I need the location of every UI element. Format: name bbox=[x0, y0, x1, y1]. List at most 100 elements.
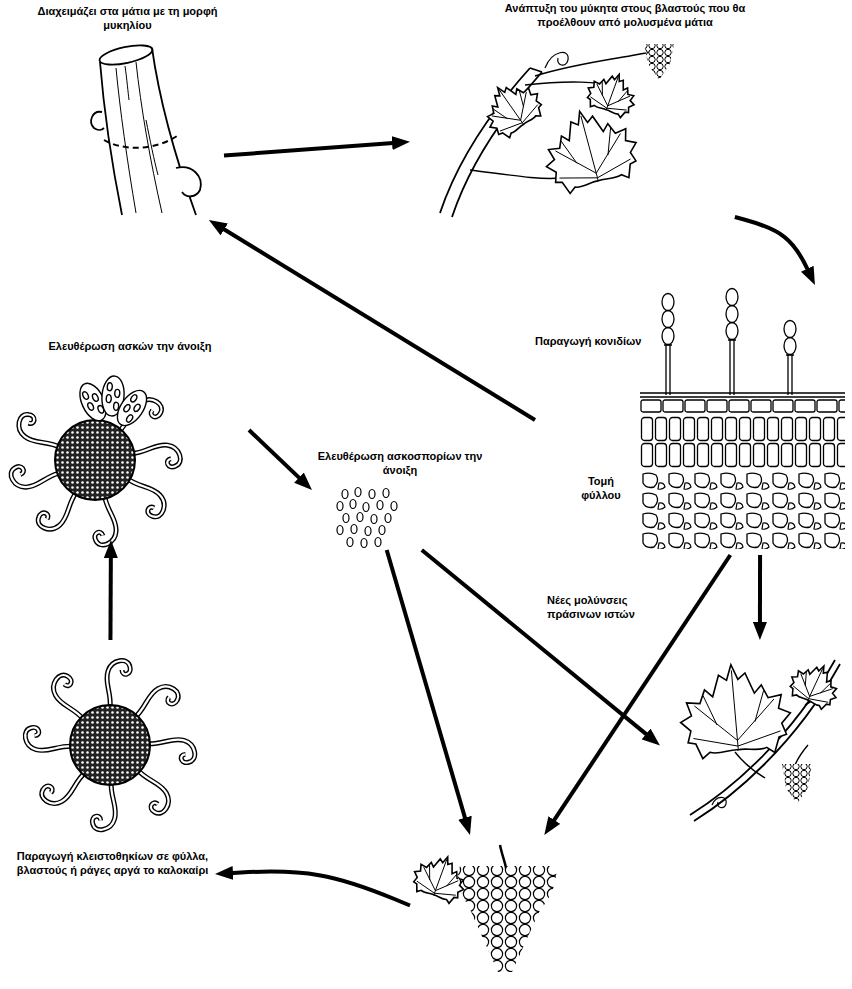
stage-label: Παραγωγή κλειστοθηκίων σε φύλλα, βλαστού… bbox=[15, 850, 210, 878]
conidium bbox=[662, 328, 674, 345]
appendage bbox=[91, 781, 116, 830]
conidiophore-stalk bbox=[664, 345, 672, 395]
fruiting-body bbox=[55, 420, 135, 500]
ascospore bbox=[361, 539, 367, 548]
overwintering-stage: Διαχειμάζει στα μάτια με τη μορφή μυκηλί… bbox=[35, 5, 224, 220]
ascospore bbox=[343, 514, 349, 523]
cycle-arrow bbox=[387, 550, 468, 825]
ascospore-cloud bbox=[337, 488, 397, 548]
opened-cleistothecium bbox=[9, 375, 182, 547]
ascospore bbox=[357, 513, 363, 522]
ascospore bbox=[351, 525, 357, 534]
ascospore bbox=[337, 502, 343, 511]
cycle-arrow bbox=[224, 142, 400, 155]
conidiophore-stalk bbox=[786, 355, 794, 395]
leaf-section bbox=[640, 289, 845, 550]
conidiophore bbox=[662, 294, 674, 396]
ascospore bbox=[347, 538, 353, 547]
ascus bbox=[112, 385, 153, 430]
cycle-arrow bbox=[758, 555, 762, 630]
appendage bbox=[25, 726, 74, 751]
hypha bbox=[640, 393, 845, 397]
grape-cluster bbox=[408, 845, 556, 972]
ascospore bbox=[114, 389, 120, 397]
flower-cluster bbox=[644, 44, 674, 80]
ascospore bbox=[379, 526, 385, 535]
ascospore bbox=[391, 502, 397, 511]
appendage bbox=[146, 739, 195, 764]
new-infection-stage: Νέες μολύνσεις πράσινων ιστών bbox=[660, 640, 845, 825]
stage-label: Νέες μολύνσεις πράσινων ιστών bbox=[547, 594, 647, 622]
conidiophore bbox=[784, 321, 796, 396]
infected-shoot bbox=[440, 44, 674, 217]
ascospore bbox=[377, 501, 383, 510]
ascospore bbox=[107, 382, 113, 390]
vine-leaf bbox=[583, 66, 643, 121]
ascospore bbox=[363, 503, 369, 512]
cane-cut bbox=[98, 42, 154, 69]
conidium bbox=[784, 338, 796, 355]
grape-stage bbox=[410, 835, 580, 985]
cycle-arrow bbox=[249, 430, 305, 483]
conidium bbox=[726, 289, 738, 306]
stage-label: Τομή φύλλου bbox=[570, 475, 632, 503]
asci bbox=[75, 375, 153, 431]
cycle-arrow bbox=[217, 225, 535, 420]
new-infection-shoot bbox=[676, 656, 846, 821]
vine-leaf bbox=[785, 656, 846, 713]
vine-leaf bbox=[535, 99, 645, 197]
ascospore bbox=[383, 489, 389, 498]
cycle-arrow bbox=[422, 550, 652, 739]
stage-label: Διαχειμάζει στα μάτια με τη μορφή μυκηλί… bbox=[35, 5, 220, 33]
cycle-arrow bbox=[108, 550, 112, 640]
ascospore bbox=[125, 414, 134, 423]
conidia-stage: Παραγωγή κονιδίωνΤομή φύλλου bbox=[535, 285, 845, 555]
shoot-growth-stage: Ανάπτυξη του μύκητα στους βλαστούς που θ… bbox=[410, 2, 780, 217]
cycle-arrow bbox=[735, 217, 811, 276]
grape-berries bbox=[458, 866, 556, 972]
cluster-stem bbox=[500, 845, 506, 868]
conidiophore bbox=[726, 289, 738, 396]
conidium bbox=[662, 294, 674, 311]
ascospore bbox=[87, 402, 95, 411]
cane-node bbox=[104, 134, 180, 148]
tendril bbox=[545, 52, 568, 68]
tendril bbox=[712, 797, 726, 807]
cleistothecium bbox=[25, 661, 195, 830]
conidiophore-stalk bbox=[728, 340, 736, 395]
ascospore bbox=[133, 403, 142, 412]
cane-edge bbox=[100, 62, 122, 215]
cycle-arrow bbox=[225, 871, 410, 905]
ascospore-stage: Ελευθέρωση ασκοσπορίων την άνοιξη bbox=[312, 450, 492, 550]
conidium bbox=[784, 321, 796, 338]
overwintering-cane bbox=[91, 42, 201, 215]
fruiting-body bbox=[70, 705, 150, 785]
ascospore bbox=[342, 490, 348, 499]
ascospore bbox=[371, 515, 377, 524]
flower-cluster bbox=[782, 764, 812, 804]
ascospore bbox=[113, 402, 119, 410]
ascospore bbox=[123, 403, 132, 412]
ascospore bbox=[369, 490, 375, 499]
stage-label: Ελευθέρωση ασκοσπορίων την άνοιξη bbox=[312, 450, 488, 478]
ascospore bbox=[82, 391, 90, 400]
ascospore bbox=[106, 394, 112, 402]
appendage bbox=[107, 661, 130, 709]
ascus-wall bbox=[112, 385, 153, 430]
bud bbox=[176, 167, 201, 196]
stage-label: Ανάπτυξη του μύκητα στους βλαστούς που θ… bbox=[480, 2, 770, 30]
spongy-cells bbox=[640, 471, 845, 549]
conidium bbox=[726, 306, 738, 323]
conidium bbox=[662, 311, 674, 328]
ascospore bbox=[350, 500, 356, 509]
ascospore bbox=[385, 514, 391, 523]
wood-grain bbox=[116, 62, 162, 213]
appendage bbox=[85, 494, 120, 547]
ascospore bbox=[375, 538, 381, 547]
palisade-cells bbox=[640, 416, 845, 468]
epidermis bbox=[640, 399, 845, 413]
ascospore bbox=[337, 526, 343, 535]
